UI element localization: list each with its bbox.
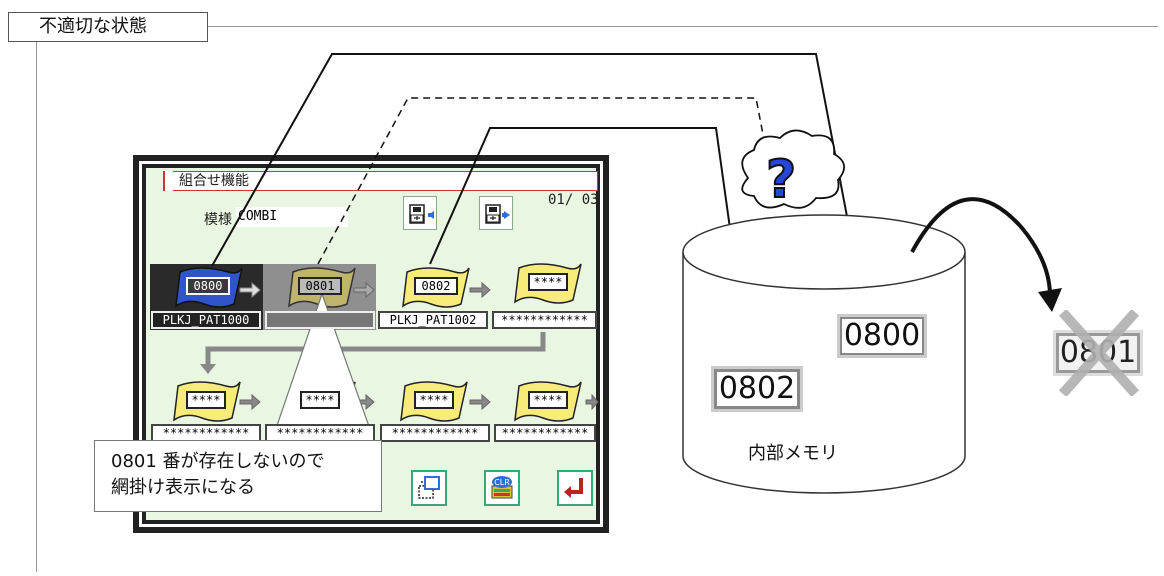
page-number: 01/ 03: [548, 192, 599, 208]
pattern-number-empty[interactable]: ****: [186, 391, 226, 409]
arrow-right-icon: [353, 281, 375, 299]
memory-label: 内部メモリ: [748, 443, 838, 464]
pattern-number-empty[interactable]: ****: [300, 391, 340, 409]
memory-item-label: 0801: [1059, 336, 1137, 370]
link-line-0801-dashed: [317, 97, 767, 265]
copy-button[interactable]: [411, 470, 447, 506]
save-disk-in-icon: [409, 204, 434, 224]
internal-memory-cylinder: [682, 214, 966, 494]
row-return-connector: [200, 332, 546, 374]
memory-item-label: 0802: [717, 371, 797, 406]
arrow-right-icon: [469, 281, 491, 299]
arrow-right-icon: [469, 393, 491, 411]
link-line-0800: [211, 53, 867, 317]
pattern-caption: PLKJ_PAT1000: [151, 311, 261, 329]
load-pattern-button[interactable]: [403, 196, 437, 230]
arrow-right-icon: [585, 393, 599, 411]
question-cloud: [741, 129, 845, 209]
move-out-arrow: [910, 197, 1062, 312]
cross-out-icon: [1058, 310, 1140, 396]
section-tag: 不適切な状態: [8, 12, 208, 42]
pattern-caption: PLKJ_PAT1002: [378, 311, 488, 329]
save-pattern-button[interactable]: [479, 196, 513, 230]
callout-line: 網掛け表示になる: [111, 477, 255, 498]
pattern-number-0802[interactable]: 0802: [414, 277, 458, 295]
question-mark: ?: [765, 149, 797, 211]
clr-icon: CLR: [491, 476, 513, 499]
pattern-number-0801[interactable]: 0801: [298, 277, 342, 295]
pattern-number-0800[interactable]: 0800: [186, 277, 230, 295]
arrow-right-icon: [239, 393, 261, 411]
copy-icon: [418, 476, 440, 499]
pattern-caption: ************: [265, 424, 375, 442]
pattern-caption: [265, 311, 375, 329]
callout-box: 0801 番が存在しないので 網掛け表示になる: [94, 440, 382, 512]
clear-button[interactable]: CLR: [484, 470, 520, 506]
clr-icon-label: CLR: [494, 478, 510, 487]
enter-button[interactable]: [557, 470, 593, 506]
arrow-right-icon: [239, 281, 261, 299]
pattern-number-empty[interactable]: ****: [414, 391, 454, 409]
enter-icon: [564, 478, 583, 498]
save-disk-out-icon: [485, 204, 510, 224]
pattern-number-empty[interactable]: ****: [528, 391, 568, 409]
memory-item-0800: 0800: [837, 314, 927, 358]
pattern-number-empty[interactable]: ****: [528, 273, 568, 291]
title-bar-edge: [163, 171, 173, 191]
pattern-name-field[interactable]: COMBI: [236, 207, 348, 227]
panel-title: 組合せ機能: [173, 171, 598, 191]
pattern-caption: ************: [380, 424, 490, 442]
frame-top-line: [208, 26, 1158, 27]
callout-line: 0801 番が存在しないので: [111, 451, 325, 472]
frame-left-line: [36, 42, 37, 572]
pattern-caption: ************: [494, 424, 596, 442]
memory-item-0802: 0802: [711, 366, 803, 412]
memory-item-label: 0800: [842, 318, 922, 353]
pattern-label: 模様: [204, 212, 232, 228]
pattern-caption: ************: [492, 311, 597, 329]
